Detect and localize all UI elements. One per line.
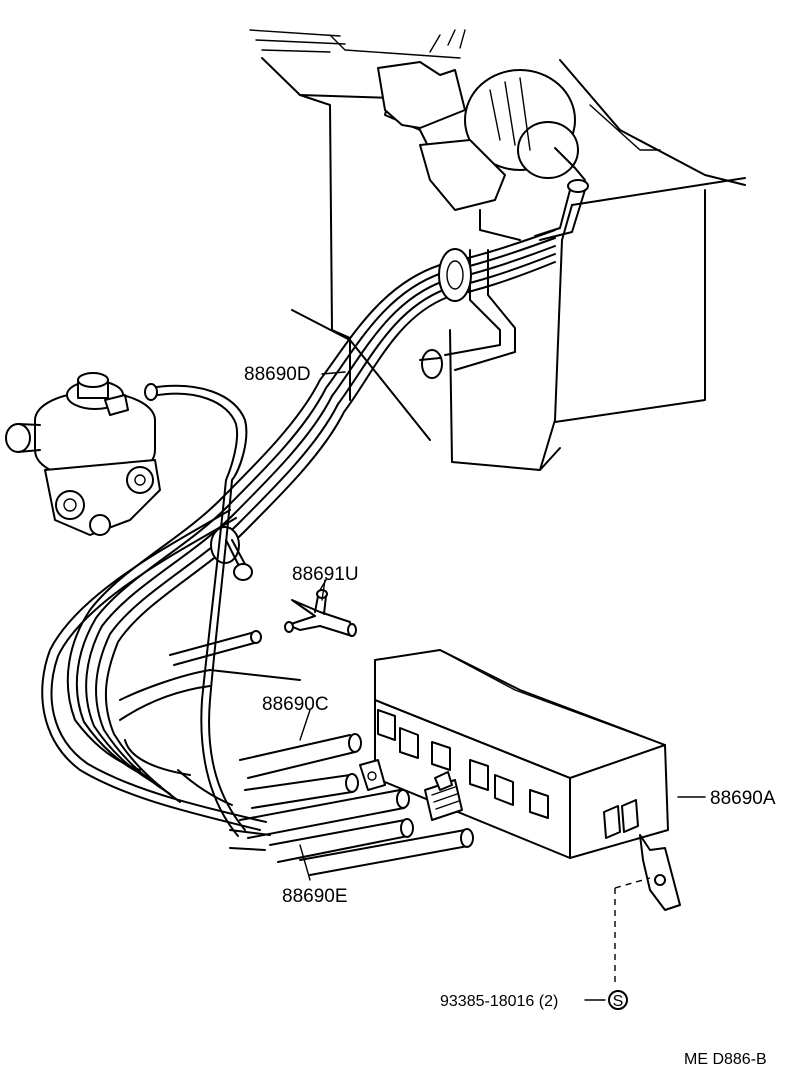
vacuum-valve	[5, 372, 161, 536]
label-88690c: 88690C	[262, 694, 329, 715]
label-88690d: 88690D	[244, 364, 311, 385]
label-bolt: 93385-18016 (2)	[440, 993, 558, 1010]
bolt-symbol: S	[608, 990, 628, 1010]
svg-text:S: S	[613, 993, 624, 1010]
hose-stub	[169, 630, 262, 666]
label-88690e: 88690E	[282, 886, 348, 907]
vacuum-tee-88691u	[284, 579, 357, 637]
vsv-blocks	[377, 29, 506, 211]
label-88690a: 88690A	[710, 788, 776, 809]
diagram-code: ME D886-B	[684, 1051, 767, 1068]
hose-group-88690c	[119, 669, 474, 876]
vsv-bracket-88690a	[359, 649, 681, 911]
single-hose-vertical	[144, 383, 253, 837]
outer-hose-loop	[41, 509, 267, 831]
label-88691u: 88691U	[292, 564, 359, 585]
leader-lines	[299, 371, 706, 1001]
vsv-nozzles	[377, 709, 639, 839]
